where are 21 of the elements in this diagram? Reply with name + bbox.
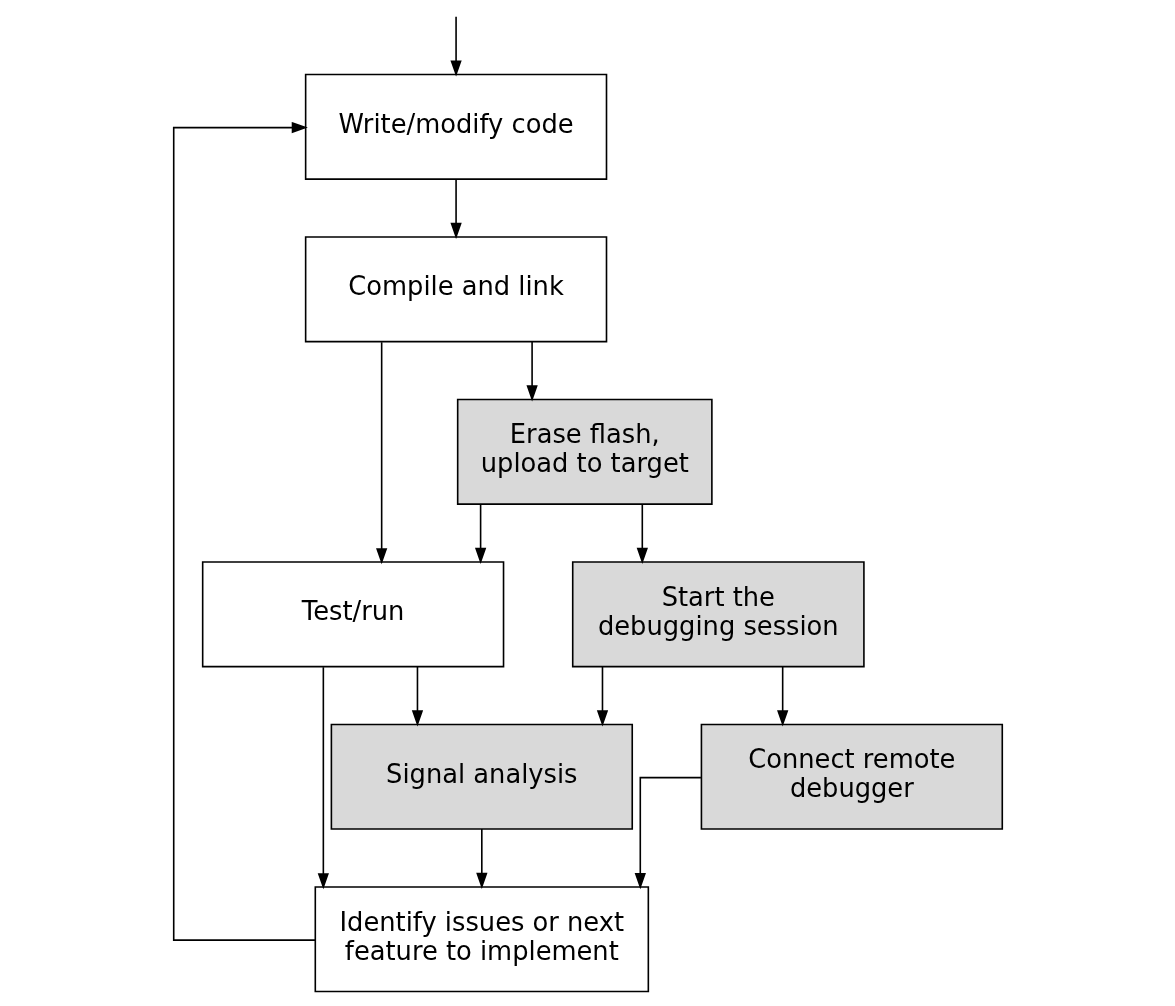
node-box: Signal analysis: [330, 723, 633, 830]
arrow: [636, 502, 648, 564]
node-box: Identify issues or next feature to implement: [314, 885, 649, 992]
node-box: Test/run: [201, 560, 504, 667]
arrow: [634, 776, 702, 889]
arrow: [411, 665, 423, 726]
node-box: Start the debugging session: [571, 560, 865, 667]
arrow: [776, 665, 788, 726]
arrow: [317, 665, 329, 889]
arrow: [449, 15, 462, 76]
arrow: [375, 340, 387, 564]
arrow: [172, 121, 316, 941]
node-box: Write/modify code: [304, 73, 607, 180]
arrow: [449, 177, 462, 239]
arrow: [474, 502, 486, 564]
node-box: Erase flash, upload to target: [456, 398, 713, 505]
arrow: [525, 340, 538, 401]
node-box: Compile and link: [304, 235, 607, 342]
arrow: [475, 827, 487, 889]
node-box: Connect remote debugger: [700, 723, 1003, 830]
arrow: [596, 665, 608, 726]
